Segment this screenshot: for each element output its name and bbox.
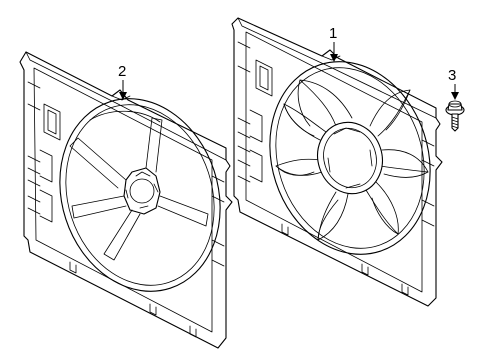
callout-1: 1	[329, 25, 338, 62]
callout-3: 3	[448, 67, 459, 100]
callout-2-label: 2	[118, 63, 126, 80]
callout-1-label: 1	[329, 25, 337, 42]
callout-2: 2	[118, 63, 127, 100]
bolt[interactable]	[445, 100, 465, 132]
callout-3-label: 3	[448, 67, 456, 84]
fan-shroud[interactable]	[19, 51, 244, 349]
fan-shroud-with-fan[interactable]	[231, 17, 454, 307]
